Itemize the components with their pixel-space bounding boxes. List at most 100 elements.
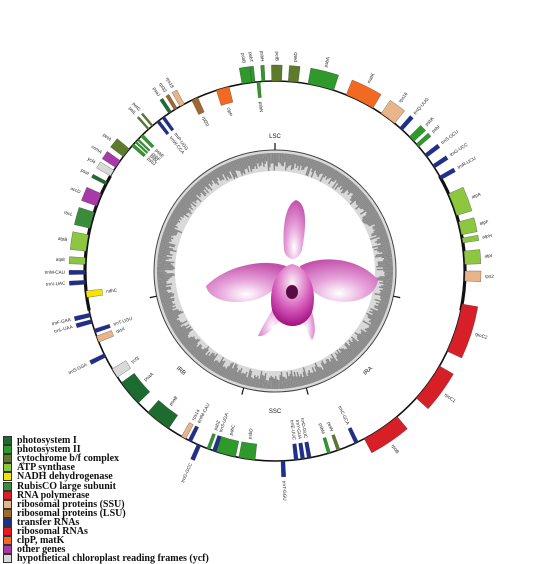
gc-bar: [360, 200, 371, 210]
gc-bar: [212, 170, 219, 178]
gc-bar: [324, 363, 332, 376]
gc-bar: [239, 158, 246, 175]
gene-label: psbL: [149, 153, 160, 164]
gc-bar: [161, 237, 172, 243]
gc-bar: [383, 270, 393, 272]
gc-bar: [163, 229, 177, 236]
gc-bar: [172, 325, 182, 332]
gc-bar: [215, 168, 223, 180]
gc-bar: [178, 202, 192, 213]
gc-bar: [334, 352, 346, 367]
gc-bar: [371, 229, 387, 237]
gc-bar: [218, 166, 224, 175]
gc-bar: [374, 225, 385, 231]
gc-bar: [350, 190, 363, 202]
gc-bar: [330, 353, 342, 370]
gc-bar: [375, 252, 392, 257]
gene-label: trnE-UUC: [290, 420, 297, 441]
gc-bar: [302, 367, 310, 385]
gc-bar: [165, 225, 183, 234]
gc-bar: [163, 306, 177, 313]
gene-label: atpI: [484, 253, 492, 259]
gene-rpl33: [165, 94, 178, 111]
gene-label: psaJ: [152, 86, 162, 97]
gc-bar: [157, 260, 175, 264]
gc-bar: [382, 288, 392, 292]
gc-bar: [336, 349, 349, 365]
gc-bar: [374, 237, 389, 243]
gc-bar: [157, 282, 167, 285]
gc-bar: [369, 310, 384, 319]
gene-label: trnV-UAC: [46, 281, 66, 287]
gc-bar: [273, 153, 275, 171]
gc-bar: [191, 345, 203, 356]
gc-bar: [182, 336, 193, 345]
gene-rpob: [363, 416, 408, 454]
gene-label: petN: [326, 421, 334, 432]
gc-bar: [171, 213, 182, 221]
gc-bar: [384, 271, 393, 274]
gc-bar: [205, 174, 214, 185]
gc-bar: [379, 297, 390, 302]
gc-bar: [168, 318, 178, 325]
gc-bar: [376, 268, 393, 271]
gc-bar: [341, 179, 351, 190]
gc-bar: [339, 352, 350, 364]
gc-bar: [159, 245, 174, 251]
gc-bar: [340, 180, 353, 194]
gc-bar: [170, 214, 180, 221]
gc-bar: [228, 161, 237, 178]
legend-item: ATP synthase: [3, 462, 233, 474]
gc-bar: [364, 328, 375, 336]
gc-bar: [180, 199, 194, 211]
gc-bar: [221, 165, 228, 177]
gc-bar: [279, 153, 282, 164]
gc-bar: [288, 376, 292, 389]
gc-bar: [356, 337, 367, 347]
gc-bar: [157, 277, 170, 281]
gc-bar: [157, 271, 167, 274]
gc-bar: [372, 313, 384, 320]
gc-bar: [300, 156, 306, 171]
gc-bar: [209, 171, 220, 186]
gene-label: psbN: [258, 101, 264, 112]
gc-bar: [285, 378, 289, 389]
gc-bar: [200, 351, 211, 364]
gene-label: petA: [102, 132, 113, 142]
gc-bar: [171, 212, 181, 218]
gc-bar: [358, 333, 370, 343]
gc-bar: [304, 157, 310, 168]
gene-psbd: [238, 441, 257, 461]
gc-bar: [376, 265, 393, 268]
gc-bar: [157, 268, 174, 271]
gc-bar: [297, 155, 303, 171]
gene-atpe: [68, 256, 86, 265]
gc-bar: [376, 247, 391, 252]
gene-label: rpl33: [158, 82, 168, 94]
gc-bar: [189, 346, 198, 354]
gene-label: rbcL: [63, 210, 73, 217]
legend-item: hypothetical chloroplast reading frames …: [3, 554, 233, 564]
gc-bar: [376, 236, 389, 241]
gene-psaj: [159, 98, 172, 114]
gc-bar: [378, 248, 392, 253]
gene-label: trnT-GGU: [282, 481, 288, 501]
gc-bar: [319, 366, 326, 379]
gc-bar: [275, 153, 277, 166]
gene-label: trnG-UCC: [449, 141, 469, 157]
gene-psbz: [206, 433, 216, 450]
gc-bar: [157, 255, 173, 259]
gc-bar: [370, 322, 379, 329]
gc-bar: [159, 244, 170, 248]
legend-label: ATP synthase: [17, 462, 75, 474]
legend-swatch: [3, 490, 12, 500]
legend-item: photosystem II: [3, 445, 233, 455]
gc-bar: [209, 359, 218, 371]
gc-bar: [275, 376, 277, 389]
gc-bar: [171, 320, 188, 330]
gc-bar: [270, 375, 273, 389]
gc-bar: [293, 371, 298, 388]
gc-bar: [379, 281, 393, 285]
gc-bar: [273, 378, 275, 389]
gc-bar: [329, 169, 337, 179]
